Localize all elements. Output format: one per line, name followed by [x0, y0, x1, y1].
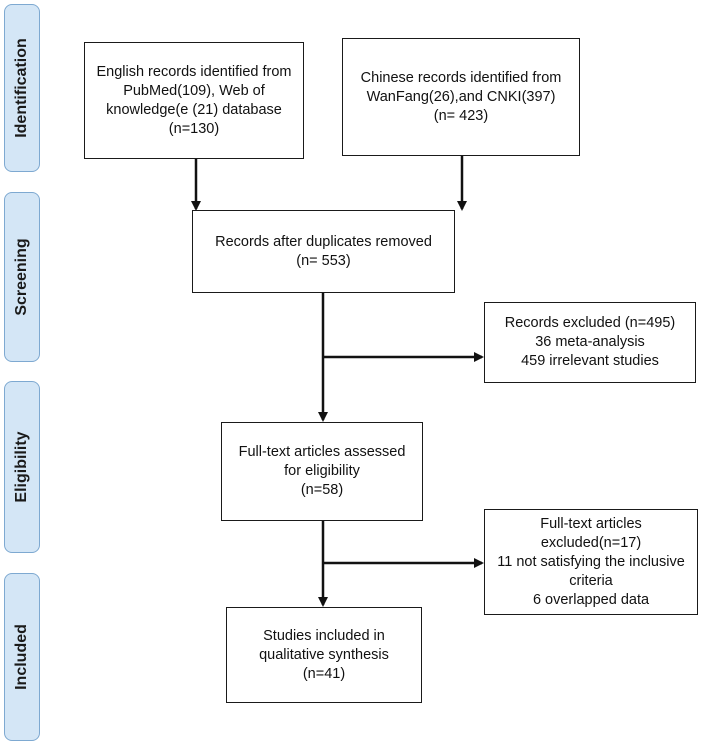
box-records-excluded: Records excluded (n=495) 36 meta-analysi…: [484, 302, 696, 383]
records-excluded-line-1: Records excluded (n=495): [504, 315, 676, 331]
studies-included-line-3: (n=41): [302, 665, 346, 682]
box-fulltext-assessed: Full-text articles assessed for eligibil…: [221, 422, 423, 521]
studies-included-line-1: Studies included in: [263, 627, 385, 644]
after-duplicates-line-2: (n= 553): [296, 252, 351, 269]
chinese-records-line-3: (n= 423): [433, 107, 489, 124]
box-after-duplicates: Records after duplicates removed (n= 553…: [192, 210, 455, 293]
phase-included: Included: [4, 573, 40, 741]
chinese-records-line-2: WanFang(26),and CNKI(397): [366, 88, 556, 105]
english-records-line-1: English records identified from: [96, 63, 292, 80]
records-excluded-line-2: 36 meta-analysis: [535, 334, 645, 350]
english-records-line-4: (n=130): [168, 120, 220, 137]
box-english-records: English records identified from PubMed(1…: [84, 42, 304, 159]
fulltext-excluded-line-1: Full-text articles: [540, 515, 642, 532]
phase-eligibility: Eligibility: [4, 381, 40, 553]
records-excluded-line-3: 459 irrelevant studies: [521, 353, 659, 369]
english-records-line-3: knowledge(e (21) database: [106, 101, 282, 118]
phase-identification: Identification: [4, 4, 40, 172]
box-studies-included: Studies included in qualitative synthesi…: [226, 607, 422, 703]
after-duplicates-line-1: Records after duplicates removed: [215, 233, 432, 250]
fulltext-assessed-line-1: Full-text articles assessed: [238, 444, 406, 460]
box-chinese-records: Chinese records identified from WanFang(…: [342, 38, 580, 156]
fulltext-excluded-line-5: 6 overlapped data: [532, 591, 650, 608]
box-fulltext-excluded: Full-text articles excluded(n=17) 11 not…: [484, 509, 698, 615]
fulltext-assessed-line-3: (n=58): [300, 482, 344, 498]
fulltext-excluded-line-2: excluded(n=17): [540, 534, 642, 551]
fulltext-excluded-line-4: criteria: [569, 572, 613, 589]
fulltext-assessed-line-2: for eligibility: [284, 463, 360, 479]
phase-screening: Screening: [4, 192, 40, 362]
english-records-line-2: PubMed(109), Web of: [123, 82, 265, 99]
chinese-records-line-1: Chinese records identified from: [360, 69, 562, 86]
fulltext-excluded-line-3: 11 not satisfying the inclusive: [497, 553, 685, 570]
studies-included-line-2: qualitative synthesis: [259, 646, 389, 663]
